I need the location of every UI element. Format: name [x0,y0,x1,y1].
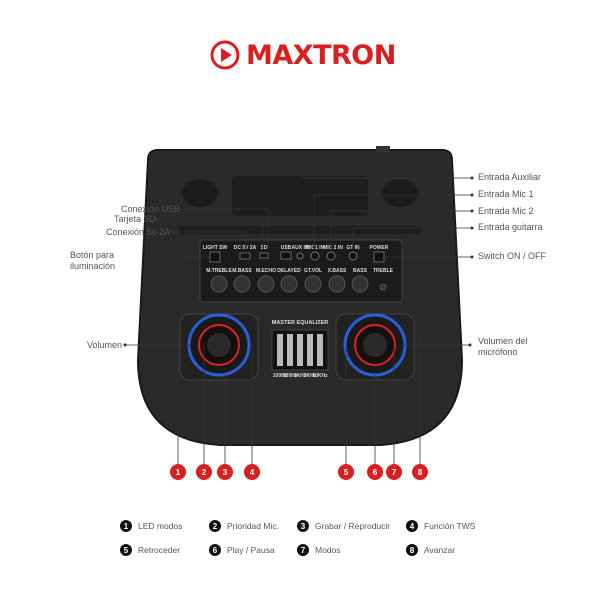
legend-number: 7 [297,544,309,556]
label-volume: Volumen [86,340,122,350]
callout-badge: 1 [170,464,186,480]
legend-item: 3 Grabar / Reproducir [297,520,390,532]
legend-text: Play / Pausa [227,545,275,555]
brand-logo: MAXTRON [210,38,396,72]
label-5v: Conexión 5v-2A [105,227,170,237]
legend-number: 6 [209,544,221,556]
legend-text: Prioridad Mic. [227,521,279,531]
label-mic2: Entrada Mic 2 [478,206,534,216]
knob-label: M.TREBLE [206,268,232,274]
port-label: POWER [370,245,389,251]
callout-badges: 1 2 3 4 5 6 7 8 [170,464,428,480]
label-sd: Tarjeta SD [113,214,156,224]
knob-label: DELAYED [277,268,301,274]
callout-badge: 3 [217,464,233,480]
label-light-button: Botón para iluminación [70,250,116,271]
legend-item: 6 Play / Pausa [209,544,275,556]
label-usb: Conexión USB [120,204,180,214]
callout-number: 6 [373,468,378,477]
port-label: MIC1 IN [306,245,325,251]
callout-number: 2 [202,468,207,477]
eq-band-label: 300Hz [283,373,298,379]
legend-item: 2 Prioridad Mic. [209,520,279,532]
legend-text: LED modos [138,521,183,531]
label-aux: Entrada Auxiliar [478,172,542,182]
port-row [209,251,385,263]
eq-band-label: 1KHz [294,373,307,379]
legend-number: 8 [406,544,418,556]
legend-item: 7 Modos [297,544,341,556]
callout-number: 8 [418,468,423,477]
port-label: MIC 2 IN [323,245,343,251]
callout-lines [125,177,472,464]
left-control-wheel [179,313,259,381]
eq-band-label: 3KHz [304,373,317,379]
legend-text: Grabar / Reproducir [315,521,391,531]
legend-item: 1 LED modos [120,520,182,532]
callout-badge: 6 [367,464,383,480]
eq-band-label: 100Hz [273,373,288,379]
knob-label: GT.VOL [304,268,322,274]
play-logo-icon [210,40,240,70]
label-mic-volume: Volumen del micrófono [478,336,528,357]
knob-label: M.ECHO [256,268,276,274]
callout-number: 7 [392,468,397,477]
legend-text: Avanzar [424,545,456,555]
legend-number: 5 [120,544,132,556]
brand-name: MAXTRON [246,39,396,71]
callout-number: 4 [250,468,255,477]
label-switch: Switch ON / OFF [478,251,547,261]
knob-label: X.BASS [328,268,347,274]
label-mic1: Entrada Mic 1 [478,189,534,199]
legend-number: 3 [297,520,309,532]
callout-badge: 5 [338,464,354,480]
legend-text: Retroceder [138,545,181,555]
legend-item: 8 Avanzar [406,544,455,556]
callout-number: 5 [344,468,349,477]
port-label: LIGHT SW [203,245,228,251]
port-label: AUX IN [292,245,309,251]
left-recess [182,179,218,207]
callout-number: 1 [176,468,181,477]
legend-item: 5 Retroceder [120,544,180,556]
knob-label: M.BASS [232,268,252,274]
legend-number: 4 [406,520,418,532]
knob-row [210,275,387,293]
handle [376,146,390,152]
svg-text:MASTER EQUALIZER: MASTER EQUALIZER [272,320,329,326]
knob-label: TREBLE [373,268,394,274]
callout-badge: 8 [412,464,428,480]
eq-band-label: 10KHz [312,373,328,379]
port-label: USB [281,245,292,251]
grip-bar [178,226,422,234]
callout-badge: 4 [244,464,260,480]
legend-number: 1 [120,520,132,532]
legend-text: Modos [315,545,341,555]
callout-badge: 2 [196,464,212,480]
legend-text: Función TWS [424,521,476,531]
knob-label: BASS [353,268,368,274]
legend-item: 4 Función TWS [406,520,475,532]
top-cavity [232,176,368,216]
right-recess [382,179,418,207]
right-control-wheel [335,313,415,381]
callout-badge: 7 [386,464,402,480]
port-label: DC 5V 2A [234,245,257,251]
label-guitar: Entrada guitarra [478,222,543,232]
callout-number: 3 [223,468,228,477]
port-label: SD [261,245,268,251]
legend-number: 2 [209,520,221,532]
